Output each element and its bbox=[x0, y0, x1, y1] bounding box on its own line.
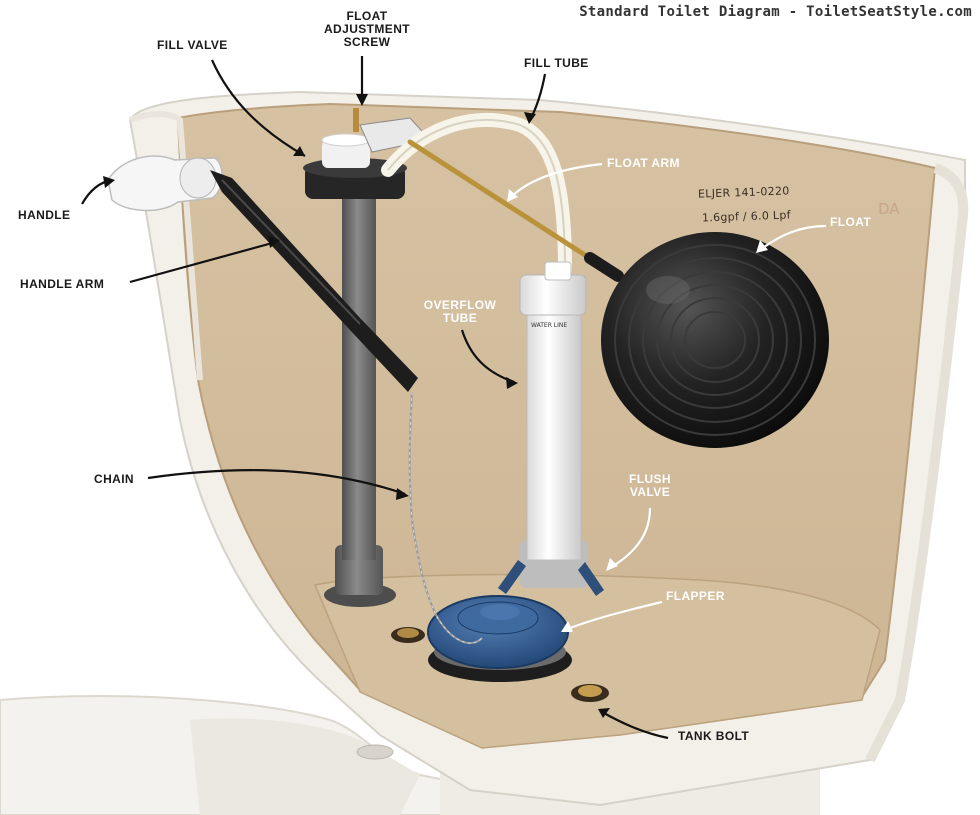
fill-valve bbox=[303, 108, 431, 607]
label-flush-valve: FLUSH VALVE bbox=[629, 472, 671, 499]
arrowheads-light bbox=[507, 189, 768, 632]
handle-arm bbox=[210, 170, 418, 392]
tank-bolt-left bbox=[391, 627, 425, 643]
tank-stamp: DA bbox=[878, 200, 900, 218]
arrowheads bbox=[103, 94, 610, 718]
label-flapper: FLAPPER bbox=[666, 589, 725, 603]
tank-bolt-arrow bbox=[601, 711, 669, 740]
diagram-title: Standard Toilet Diagram - ToiletSeatStyl… bbox=[579, 4, 972, 20]
handle bbox=[107, 155, 223, 212]
label-float: FLOAT bbox=[830, 215, 872, 229]
label-tank-bolt: TANK BOLT bbox=[678, 729, 750, 743]
label-handle-arm: HANDLE ARM bbox=[20, 277, 105, 291]
pointer-arrows-light bbox=[509, 162, 827, 632]
label-fill-valve: FILL VALVE bbox=[157, 38, 228, 52]
chain bbox=[408, 391, 483, 644]
label-float-adjustment-screw: FLOAT ADJUSTMENT SCREW bbox=[323, 9, 410, 49]
float-ball bbox=[601, 232, 829, 448]
overflow-tube bbox=[519, 261, 588, 588]
label-fill-tube: FILL TUBE bbox=[524, 56, 589, 70]
label-chain: CHAIN bbox=[94, 472, 134, 486]
label-handle: HANDLE bbox=[18, 208, 71, 222]
water-line-marking: WATER LINE bbox=[531, 322, 568, 329]
label-float-arm: FLOAT ARM bbox=[607, 156, 680, 170]
float-arm bbox=[407, 139, 608, 271]
flapper bbox=[427, 595, 569, 669]
label-overflow-tube: OVERFLOW TUBE bbox=[423, 298, 497, 325]
tank-bolt-right bbox=[571, 684, 609, 702]
